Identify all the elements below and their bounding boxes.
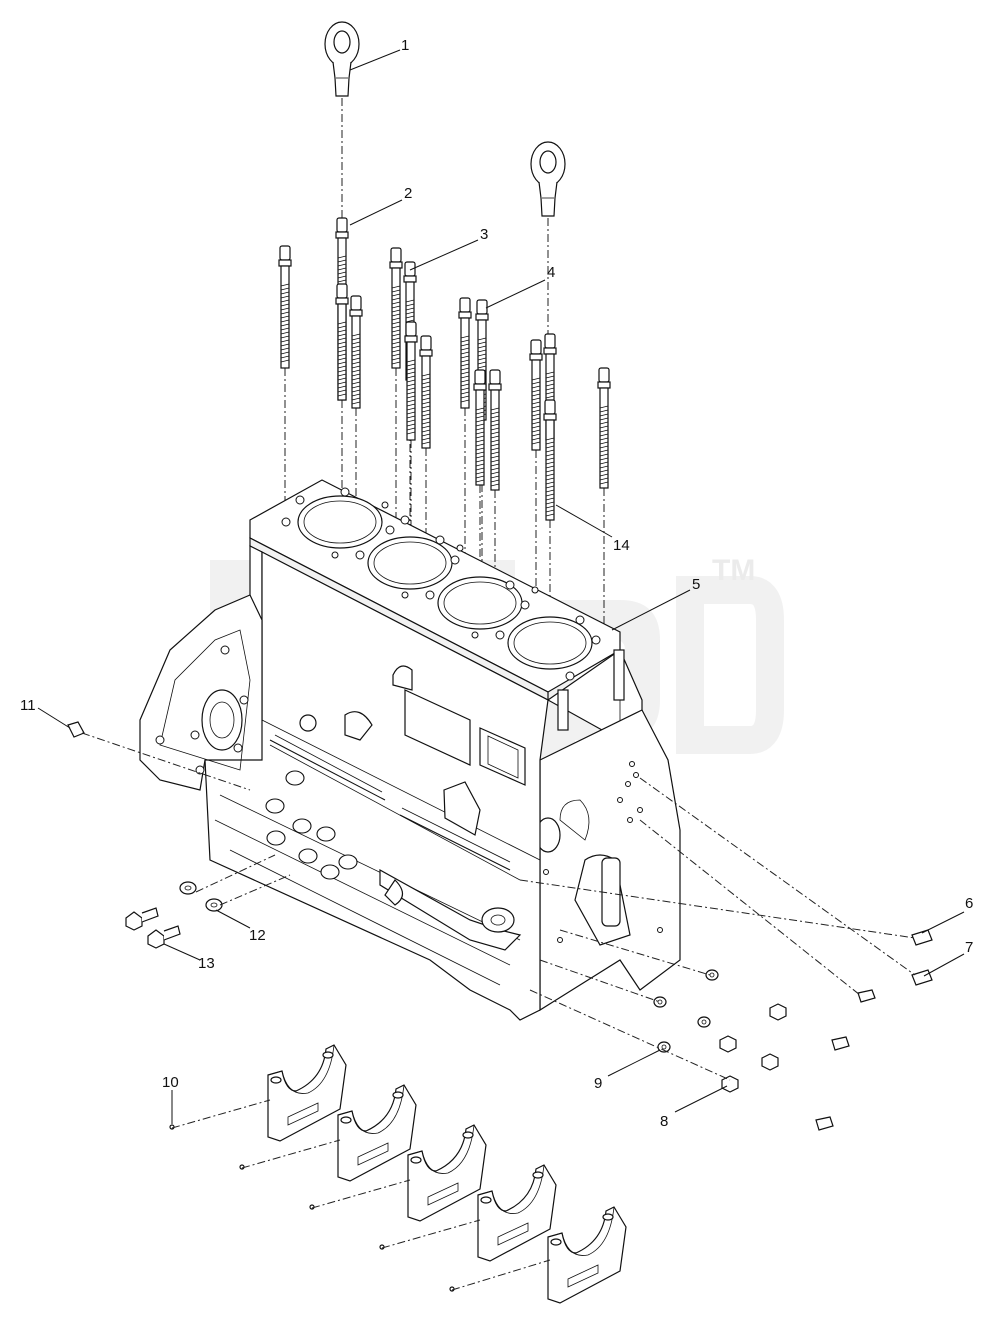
lifting-eye-right xyxy=(530,141,566,217)
head-bolt xyxy=(349,295,363,560)
assembly-lines xyxy=(81,732,916,1291)
callout-1: 1 xyxy=(401,37,409,54)
dowel-pin-6 xyxy=(911,929,933,946)
head-bolts xyxy=(278,217,611,660)
head-bolt xyxy=(389,247,403,560)
callout-8: 8 xyxy=(660,1113,668,1130)
head-bolt xyxy=(529,339,543,640)
callout-labels: 1 2 3 4 5 6 7 8 9 10 11 12 13 14 xyxy=(20,37,973,1130)
bolts-13 xyxy=(125,907,181,949)
dowel-pin-7 xyxy=(911,969,933,986)
trademark-mark: TM xyxy=(712,554,755,587)
callout-4: 4 xyxy=(547,264,555,281)
callout-11: 11 xyxy=(20,697,36,714)
callout-10: 10 xyxy=(162,1074,179,1091)
main-bearing-cap xyxy=(169,1044,347,1142)
callout-3: 3 xyxy=(480,226,488,243)
nuts-and-washers xyxy=(653,969,787,1093)
main-bearing-cap xyxy=(449,1206,627,1304)
plug-11 xyxy=(67,721,85,738)
main-bearing-cap xyxy=(239,1084,417,1182)
head-bolt xyxy=(404,321,418,580)
small-pin xyxy=(815,989,876,1131)
callout-12: 12 xyxy=(249,927,266,944)
head-bolt xyxy=(488,369,502,630)
callout-5: 5 xyxy=(692,576,700,593)
lifting-eye-left xyxy=(324,21,360,97)
main-bearing-caps xyxy=(169,1044,627,1304)
callout-14: 14 xyxy=(613,537,630,554)
callout-9: 9 xyxy=(594,1075,602,1092)
head-bolt xyxy=(419,335,433,595)
callout-6: 6 xyxy=(965,895,973,912)
washers-12 xyxy=(179,881,223,912)
head-bolt xyxy=(278,245,292,520)
leader-lines xyxy=(37,49,965,1124)
callout-2: 2 xyxy=(404,185,412,202)
main-bearing-cap xyxy=(379,1164,557,1262)
main-bearing-cap xyxy=(309,1124,487,1222)
callout-13: 13 xyxy=(198,955,215,972)
head-bolt xyxy=(473,369,487,620)
head-bolt xyxy=(597,367,611,660)
callout-7: 7 xyxy=(965,939,973,956)
